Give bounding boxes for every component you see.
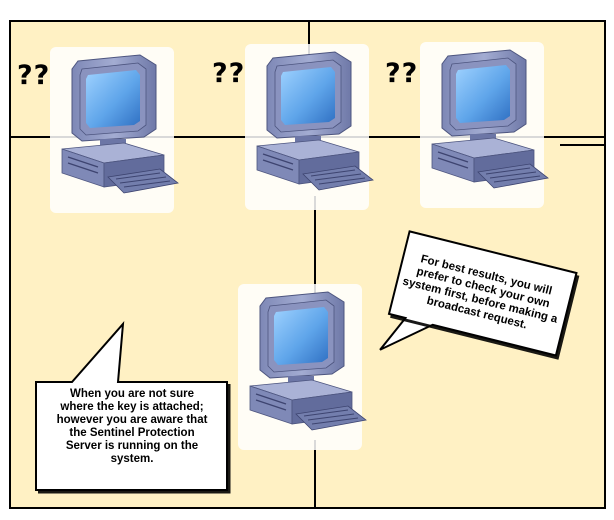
callout-left-line: Server is running on the xyxy=(65,440,199,452)
question-mark-label-1: ?? xyxy=(17,60,51,91)
callout-left-line: where the key is attached; xyxy=(60,401,204,413)
computer-top-middle xyxy=(244,43,374,211)
computer-bottom-center xyxy=(237,283,367,451)
question-mark-label-2: ?? xyxy=(212,58,246,89)
callout-left-bubble xyxy=(35,321,228,491)
computer-top-left xyxy=(49,46,179,214)
callout-left-line: system. xyxy=(110,453,154,465)
callout-left-line: however you are aware that xyxy=(56,414,208,426)
callout-left-line: the Sentinel Protection xyxy=(69,427,195,439)
question-mark-label-3: ?? xyxy=(385,58,419,89)
callout-left-text: When you are not sure where the key is a… xyxy=(40,388,224,466)
callout-left-line: When you are not sure xyxy=(70,388,194,400)
computer-top-right xyxy=(419,41,549,209)
